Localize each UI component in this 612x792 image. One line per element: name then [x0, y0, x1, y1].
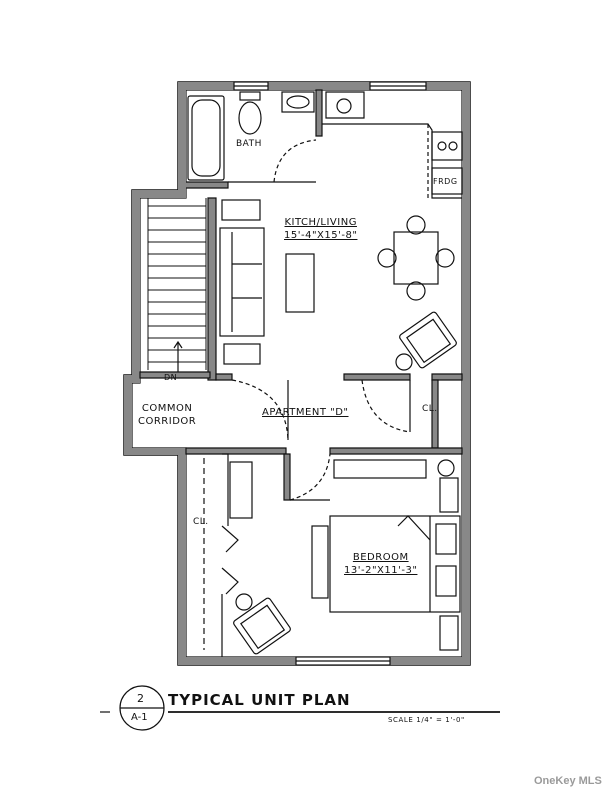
- toilet-bowl: [238, 101, 262, 135]
- bathtub: [187, 95, 225, 181]
- bench: [311, 525, 329, 599]
- sheet-number: 2: [137, 692, 144, 705]
- corridor-line1: COMMON: [141, 403, 193, 414]
- bath-wall-right: [315, 89, 323, 137]
- common-corridor-label: COMMON CORRIDOR: [138, 404, 196, 427]
- bath-sink: [281, 91, 315, 113]
- closet-right-label: CL.: [422, 404, 438, 414]
- corridor-line2: CORRIDOR: [138, 416, 197, 427]
- shelf: [333, 459, 427, 479]
- bedroom-door-swing: [289, 453, 331, 501]
- kitchen-living-label: KITCH/LIVING 15'-4"X15'-8": [284, 218, 357, 241]
- apartment-label: APARTMENT "D": [262, 407, 349, 418]
- entry-door-swing: [231, 379, 289, 441]
- armchair: [399, 311, 457, 369]
- bedroom-wall: [185, 447, 287, 455]
- bedroom-armchair: [233, 597, 291, 655]
- stove: [431, 131, 463, 161]
- bedroom-name: BEDROOM: [352, 552, 409, 563]
- bedroom-dims: 13'-2"X11'-3": [344, 565, 418, 576]
- bed: [329, 515, 461, 613]
- dresser: [229, 461, 253, 519]
- dining-table: [393, 231, 439, 285]
- nightstand-top: [439, 477, 459, 513]
- sheet-ref: A-1: [131, 712, 148, 723]
- drawing-scale: SCALE 1/4" = 1'-0": [388, 716, 465, 724]
- kitchen-living-dims: 15'-4"X15'-8": [284, 230, 358, 241]
- partition-wall: [343, 373, 411, 381]
- closet-door-swing: [361, 379, 411, 433]
- fridge-label: FRDG: [433, 177, 458, 186]
- watermark: OneKey MLS: [534, 775, 602, 787]
- stair-dn-label: DN: [164, 373, 178, 382]
- stair-treads: [148, 205, 206, 363]
- fridge-box: [431, 167, 463, 195]
- kitchen-sink: [336, 98, 352, 114]
- nightstand-bottom: [439, 615, 459, 651]
- bedroom-label: BEDROOM 13'-2"X11'-3": [344, 553, 417, 576]
- toilet-tank: [239, 91, 261, 101]
- bath-wall: [186, 181, 229, 189]
- bath-label: BATH: [236, 139, 262, 149]
- closet-left-label: CL.: [193, 517, 209, 527]
- stair: [147, 198, 207, 370]
- bath-door-swing: [273, 139, 317, 183]
- sofa: [219, 227, 265, 337]
- coffee-table: [285, 253, 315, 313]
- kitchen-living-name: KITCH/LIVING: [284, 217, 357, 228]
- tv-stand: [221, 199, 261, 221]
- lamp: [395, 353, 413, 371]
- side-table: [223, 343, 261, 365]
- drawing-title: TYPICAL UNIT PLAN: [168, 691, 351, 709]
- kitchen-counter: [325, 91, 365, 119]
- stair-wall: [207, 197, 217, 381]
